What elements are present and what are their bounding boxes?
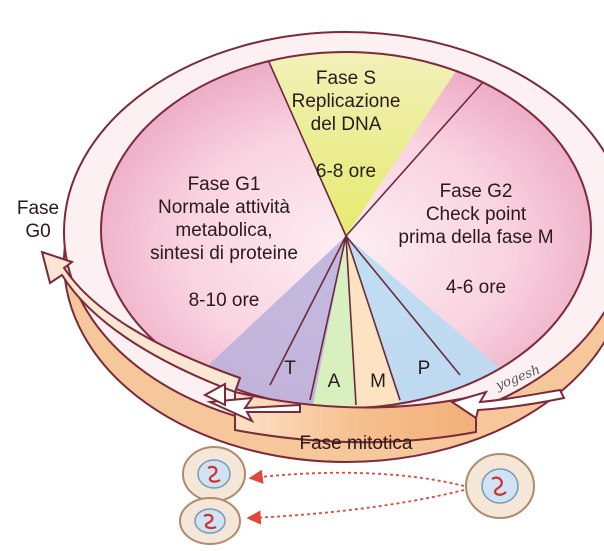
prophase-label: P <box>418 358 431 379</box>
division-arrow-lower <box>250 490 464 518</box>
g1-phase-duration: 8-10 ore <box>189 290 260 311</box>
g0-phase-line2: G0 <box>25 221 50 242</box>
g1-phase-line4: sintesi di proteine <box>150 243 298 264</box>
daughter-cell-top <box>183 447 245 501</box>
g2-phase-line2: Check point <box>426 204 527 225</box>
s-phase-duration: 6-8 ore <box>316 161 376 182</box>
g2-phase-duration: 4-6 ore <box>446 277 506 298</box>
g0-phase-line1: Fase <box>17 198 59 219</box>
s-phase-line2: Replicazione <box>292 91 401 112</box>
g1-phase-line3: metabolica, <box>175 220 272 241</box>
g1-phase-title: Fase G1 <box>188 174 261 195</box>
division-arrow-upper <box>252 473 464 486</box>
g0-phase-label: Fase G0 <box>17 198 59 242</box>
mitotic-phase-label: Fase mitotica <box>300 433 413 454</box>
metaphase-label: M <box>370 371 386 392</box>
s-phase-line3: del DNA <box>311 114 382 135</box>
anaphase-label: A <box>328 371 341 392</box>
telophase-label: T <box>284 358 296 379</box>
g2-phase-title: Fase G2 <box>440 181 513 202</box>
s-phase-title: Fase S <box>316 68 376 89</box>
g1-phase-line2: Normale attività <box>158 197 290 218</box>
g2-phase-line3: prima della fase M <box>398 227 553 248</box>
parent-cell <box>466 454 534 518</box>
daughter-cell-bottom <box>180 498 240 544</box>
